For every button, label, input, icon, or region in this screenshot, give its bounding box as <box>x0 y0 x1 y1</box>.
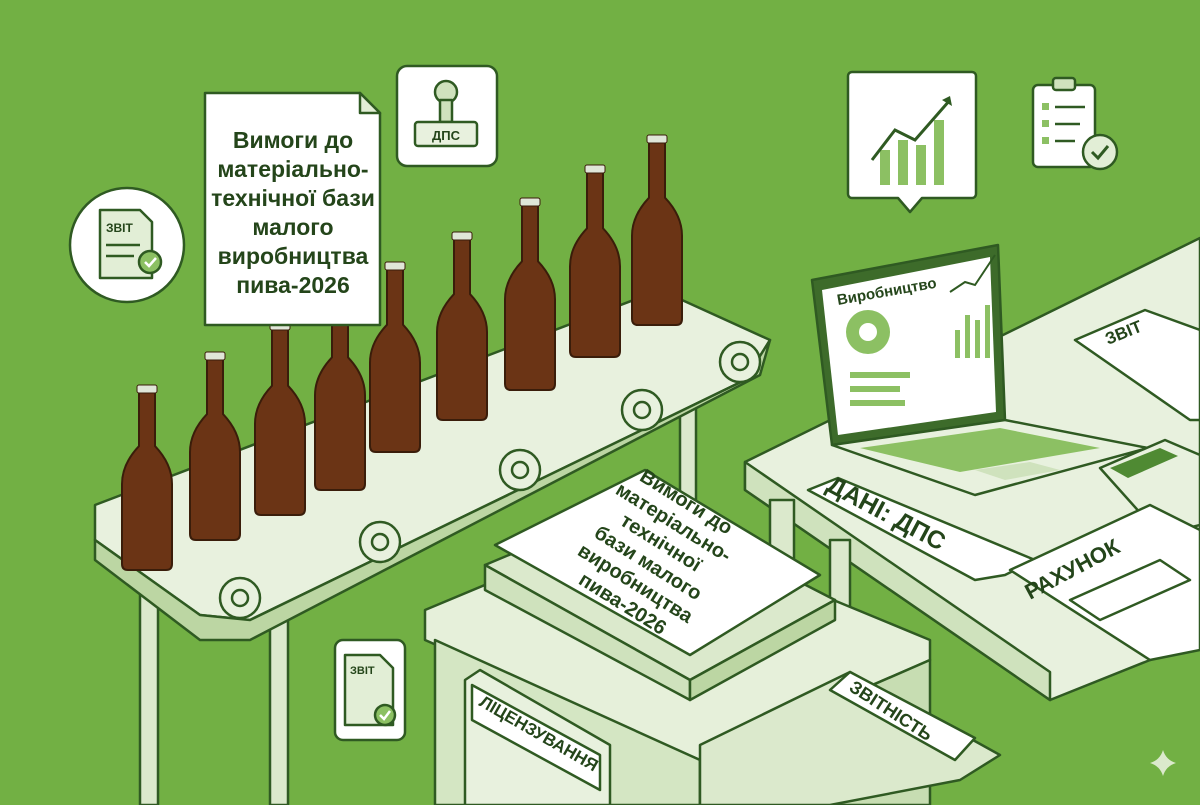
bottle-cap <box>451 231 473 241</box>
poster-title-line: виробництва <box>218 243 369 269</box>
sparkle-icon <box>1150 750 1176 776</box>
poster-title-line: технічної бази <box>211 185 375 211</box>
beer-bottle <box>314 297 366 491</box>
beer-bottle <box>569 170 621 358</box>
small-report-icon: ЗВІТ <box>333 638 407 742</box>
bottle-cap <box>519 197 541 207</box>
poster-title-line: Вимоги до <box>233 127 353 153</box>
beer-bottle <box>254 327 306 516</box>
bottle-cap <box>646 134 668 144</box>
beer-bottle <box>631 140 683 326</box>
bottle-cap <box>204 351 226 361</box>
requirements-poster: Вимоги до матеріально- технічної бази ма… <box>203 91 382 327</box>
beer-bottle <box>436 237 488 421</box>
document-stack: Вимоги до матеріально- технічної бази ма… <box>483 465 837 702</box>
beer-bottle <box>504 203 556 391</box>
bottle-cap <box>136 384 158 394</box>
laptop: Виробництво <box>810 243 1150 497</box>
growth-chart-icon <box>846 70 978 214</box>
beer-bottle <box>369 267 421 453</box>
clipboard-checklist-icon <box>1031 76 1119 171</box>
poster-title-line: матеріально- <box>217 156 368 182</box>
bottle-cap <box>584 164 606 174</box>
poster-title-line: малого <box>252 214 333 240</box>
beer-bottle <box>189 357 241 541</box>
bottle-cap <box>384 261 406 271</box>
stamp-icon: ДПС <box>395 64 499 168</box>
report-icon-label: ЗВІТ <box>106 221 134 235</box>
stamp-label: ДПС <box>432 128 461 143</box>
small-report-icon-label: ЗВІТ <box>350 665 375 677</box>
poster-title-line: пива-2026 <box>236 272 349 298</box>
report-icon: ЗВІТ <box>68 186 186 304</box>
beer-bottles <box>121 134 683 571</box>
beer-bottle <box>121 390 173 571</box>
report-sheet: ЗВІТ <box>1073 308 1200 422</box>
